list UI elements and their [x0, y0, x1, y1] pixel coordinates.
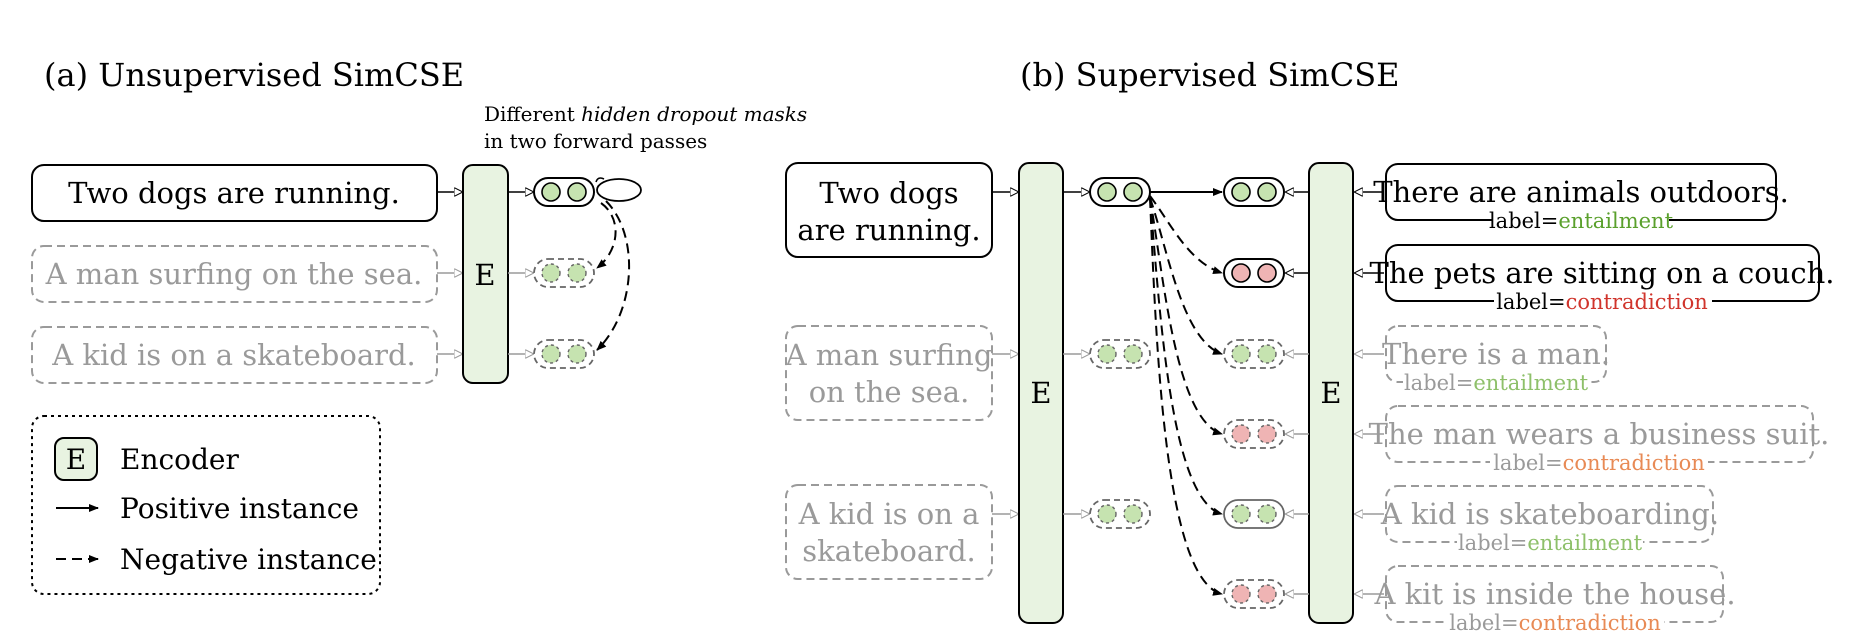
panel-b-right-encoder: E	[1308, 162, 1354, 624]
panel-b-negative-arrow-4	[1149, 197, 1223, 516]
panel-b-right-sentence-1-text: There are animals outdoors.	[1373, 175, 1789, 209]
legend: E Encoder Positive instance Negative ins…	[31, 415, 381, 595]
panel-b-negative-arrow-1	[1149, 195, 1223, 275]
panel-a-sentence-3: A kid is on a skateboard.	[31, 326, 438, 384]
legend-negative-text: Negative instance	[120, 543, 377, 576]
panel-b-right-sentence-1-label: label=entailment	[1489, 209, 1674, 233]
panel-b-right-embedding-3	[1223, 339, 1285, 369]
dropout-note: Different hidden dropout masks	[484, 102, 807, 126]
panel-b-right-encoder-label: E	[1320, 376, 1341, 410]
panel-b-left-encoder: E	[1018, 162, 1064, 624]
panel-a-dropout-embedding	[596, 178, 642, 202]
panel-b-left-embedding-3	[1089, 499, 1151, 529]
panel-a-negative-arrow-1	[596, 202, 617, 269]
panel-b-right-embedding-5	[1223, 499, 1285, 529]
panel-b-title: (b) Supervised SimCSE	[1020, 56, 1399, 94]
panel-b-left-encoder-label: E	[1030, 376, 1051, 410]
legend-encoder-text: Encoder	[120, 443, 240, 476]
panel-a-sentence-2-text: A man surfing on the sea.	[45, 257, 423, 291]
panel-b-right-sentence-6: A kit is inside the house. label=contrad…	[1373, 565, 1736, 635]
panel-b-left-sentence-2-line2: on the sea.	[809, 375, 970, 409]
panel-b-left-sentence-1-line1: Two dogs	[819, 176, 958, 210]
panel-b-right-sentence-5: A kid is skateboarding. label=entailment	[1380, 485, 1719, 555]
panel-b-left-embedding-2	[1089, 339, 1151, 369]
panel-b-left-sentence-3-line1: A kid is on a	[798, 497, 980, 531]
panel-a-encoder-label: E	[474, 258, 495, 292]
panel-b-left-sentence-3: A kid is on a skateboard.	[785, 484, 993, 580]
legend-positive-text: Positive instance	[120, 492, 359, 525]
panel-b-negative-arrow-2	[1149, 197, 1223, 355]
panel-a-embedding-1	[533, 177, 595, 207]
panel-a-sentence-1: Two dogs are running.	[31, 164, 438, 222]
panel-b-right-sentence-2-text: The pets are sitting on a couch.	[1370, 256, 1835, 290]
panel-b-right-sentence-2-label: label=contradiction	[1496, 290, 1708, 314]
panel-b-right-embedding-6	[1223, 579, 1285, 609]
panel-b-right-sentence-3-label: label=entailment	[1404, 371, 1589, 395]
panel-b-right-sentence-4-label: label=contradiction	[1493, 451, 1705, 475]
panel-b-left-sentence-2-line1: A man surfing	[785, 338, 993, 372]
legend-encoder-icon: E	[66, 443, 86, 476]
panel-b-right-sentence-1: There are animals outdoors. label=entail…	[1373, 163, 1789, 233]
panel-b-right-sentence-6-text: A kit is inside the house.	[1373, 577, 1735, 611]
panel-a-embedding-2	[533, 258, 595, 288]
panel-b-right-sentence-4: The man wears a business suit. label=con…	[1369, 405, 1830, 475]
panel-b-left-sentence-3-line2: skateboard.	[802, 534, 976, 568]
panel-b-right-sentence-5-label: label=entailment	[1458, 531, 1643, 555]
panel-b-left-embedding-1	[1089, 177, 1151, 207]
panel-a-encoder: E	[462, 164, 509, 384]
panel-a-sentence-3-text: A kid is on a skateboard.	[51, 338, 416, 372]
panel-b-right-embedding-2	[1223, 258, 1285, 288]
panel-a-negative-arrow-2	[596, 200, 631, 351]
panel-a-embedding-3	[533, 339, 595, 369]
panel-b-right-embedding-1	[1223, 177, 1285, 207]
panel-b-negative-arrow-5	[1149, 197, 1223, 596]
panel-b-left-sentence-2: A man surfing on the sea.	[785, 325, 993, 421]
panel-b-right-sentence-3: There is a man. label=entailment	[1382, 325, 1610, 395]
panel-b-left-sentence-1: Two dogs are running.	[785, 162, 993, 258]
panel-b-right-sentence-4-text: The man wears a business suit.	[1369, 417, 1830, 451]
panel-b-right-sentence-2: The pets are sitting on a couch. label=c…	[1370, 244, 1835, 314]
panel-b-left-sentence-1-line2: are running.	[797, 213, 980, 247]
panel-b-right-sentence-5-text: A kid is skateboarding.	[1380, 497, 1719, 531]
panel-b-right-sentence-3-text: There is a man.	[1382, 337, 1610, 371]
panel-b-negative-arrow-3	[1149, 197, 1223, 436]
dropout-note-line2: in two forward passes	[484, 129, 707, 153]
panel-a-title: (a) Unsupervised SimCSE	[44, 56, 464, 94]
panel-b-right-embedding-4	[1223, 419, 1285, 449]
panel-a-sentence-1-text: Two dogs are running.	[68, 176, 400, 210]
panel-a-positive-arrow	[595, 177, 605, 183]
panel-b-right-sentence-6-label: label=contradiction	[1449, 611, 1661, 635]
panel-a-sentence-2: A man surfing on the sea.	[31, 245, 438, 303]
